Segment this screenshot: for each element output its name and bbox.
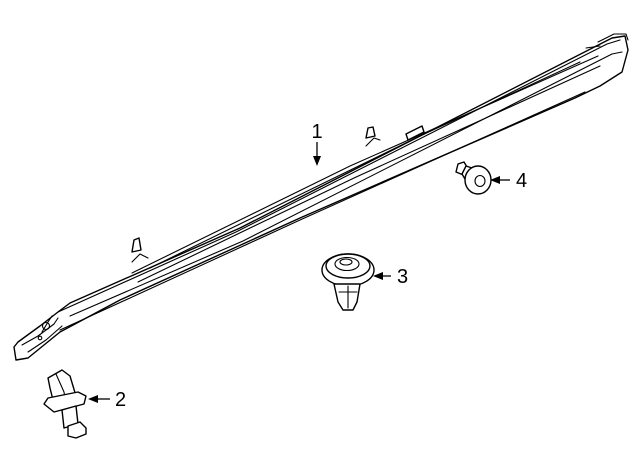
- callout-2-label: 2: [115, 389, 126, 411]
- callout-1-label: 1: [311, 121, 322, 143]
- callout-4-leader: [490, 176, 510, 184]
- callout-1-leader: [313, 142, 321, 166]
- callout-4-label: 4: [516, 170, 527, 192]
- callout-2-leader: [88, 395, 110, 403]
- callout-3-leader: [373, 272, 391, 280]
- rocker-molding-part[interactable]: [13, 33, 629, 361]
- grommet-part[interactable]: [321, 253, 375, 311]
- push-pin-retainer-part[interactable]: [43, 369, 87, 439]
- callout-3-label: 3: [397, 266, 408, 288]
- rivet-part[interactable]: [455, 161, 492, 195]
